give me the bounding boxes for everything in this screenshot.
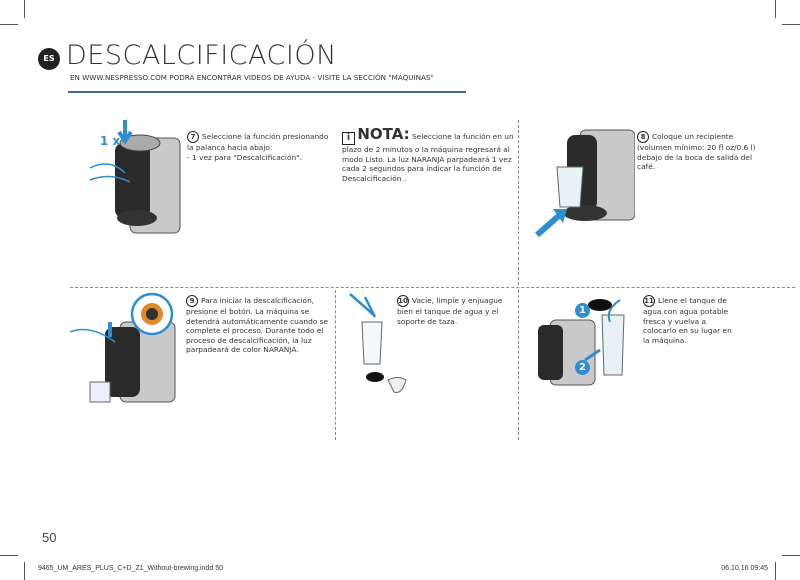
crop-mark	[24, 0, 25, 18]
divider	[70, 287, 795, 288]
footer-date: 06.10.16 09:45	[721, 565, 768, 572]
step-text: Seleccione la función presionando la pal…	[187, 132, 329, 152]
note-text: Seleccione la función en un plazo de 2 m…	[342, 132, 514, 183]
crop-mark	[782, 24, 800, 25]
info-icon: i	[342, 132, 355, 145]
divider	[518, 120, 519, 285]
divider	[518, 290, 519, 440]
step-number: 10	[397, 295, 409, 307]
crop-mark	[775, 562, 776, 580]
note: i NOTA: Seleccione la función en un plaz…	[342, 127, 514, 183]
step-number: 11	[643, 295, 655, 307]
step-number: 8	[637, 131, 649, 143]
page-subtitle: EN WWW.NESPRESSO.COM PODRÁ ENCONTRAR VID…	[70, 73, 434, 82]
step-text: Para iniciar la descalcificación, presio…	[186, 296, 329, 354]
step-text: Llene el tanque de agua con agua potable…	[643, 296, 732, 345]
crop-mark	[775, 0, 776, 18]
page-number: 50	[42, 530, 57, 545]
header-rule	[68, 91, 466, 93]
crop-mark	[782, 555, 800, 556]
note-heading: NOTA:	[357, 125, 410, 143]
tank-rinse-illustration	[349, 293, 407, 393]
step-marker-2: 2	[575, 360, 590, 375]
crop-mark	[24, 562, 25, 580]
page-title: DESCALCIFICACIÓN	[66, 40, 337, 71]
crop-mark	[0, 24, 18, 25]
step-subtext: - 1 vez para "Descalcificación".	[187, 152, 302, 162]
machine-lever-illustration	[89, 120, 181, 234]
language-badge: ES	[38, 48, 60, 70]
press-count-label: 1 x	[100, 134, 121, 148]
machine-button-illustration	[70, 292, 176, 403]
step-text: Coloque un recipiente (volumen mínimo: 2…	[637, 132, 756, 171]
machine-cup-illustration	[535, 129, 635, 238]
step-number: 9	[186, 295, 198, 307]
step-text: Vacíe, limpie y enjuague bien el tanque …	[397, 296, 503, 326]
step-number: 7	[187, 131, 199, 143]
footer-filename: 9465_UM_ARES_PLUS_C+D_Z1_Without-brewing…	[38, 565, 224, 572]
divider	[335, 290, 336, 440]
step-marker-1: 1	[575, 303, 590, 318]
crop-mark	[0, 555, 18, 556]
